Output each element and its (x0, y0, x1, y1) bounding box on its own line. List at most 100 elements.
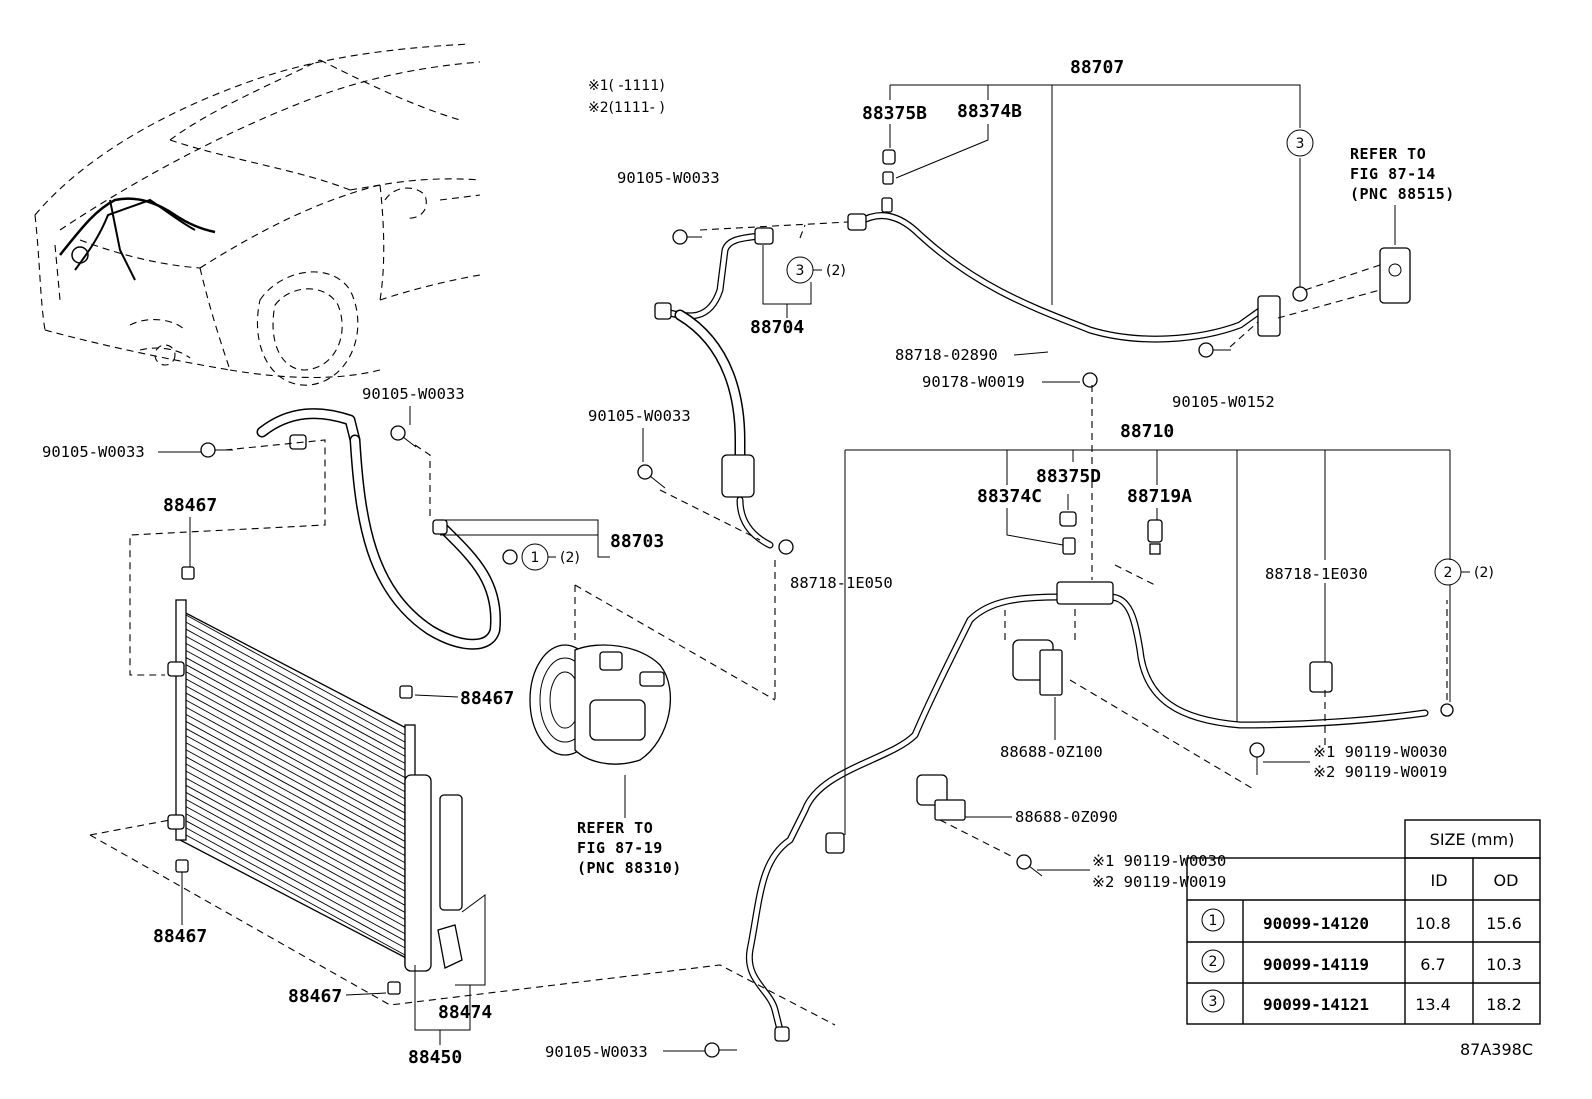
refer-to-top-line1: REFER TO (1350, 145, 1426, 163)
condenser-fin (185, 678, 406, 800)
condenser-fin (185, 735, 406, 857)
label-88467-c: 88467 (153, 926, 207, 947)
pipe-88707 (847, 149, 1308, 343)
label-90105-w0033-mid: 90105-W0033 (362, 385, 465, 403)
label-88467-a: 88467 (163, 495, 217, 516)
label-88375D: 88375D (1036, 466, 1101, 487)
label-90105-w0152: 90105-W0152 (1172, 393, 1275, 411)
condenser-fin (185, 827, 406, 949)
label-90178-w0019: 90178-W0019 (922, 373, 1025, 391)
label-88718-1e030: 88718-1E030 (1265, 565, 1368, 583)
svg-text:1: 1 (531, 550, 540, 566)
refer-to-comp-line1: REFER TO (577, 819, 653, 837)
label-88703: 88703 (610, 531, 664, 552)
condenser-fin (185, 692, 406, 814)
condenser-fin (185, 642, 406, 764)
condenser-fin (185, 721, 406, 842)
size-row-2-id: 6.7 (1420, 955, 1445, 974)
condenser-fin (185, 713, 406, 835)
label-88374B: 88374B (957, 101, 1022, 122)
qty-1: (2) (560, 550, 580, 566)
size-row-3-id: 13.4 (1415, 995, 1451, 1014)
qty-2: (2) (1474, 565, 1494, 581)
condenser-fin (185, 657, 406, 778)
label-90119-b2: ※2 90119-W0019 (1092, 873, 1226, 891)
label-88467-b: 88467 (460, 688, 514, 709)
condenser-fin (185, 628, 406, 750)
label-88374C: 88374C (977, 486, 1042, 507)
condenser-fin (185, 699, 406, 821)
refer-to-comp-line2: FIG 87-19 (577, 839, 663, 857)
compressor (529, 644, 672, 765)
size-row-1-mark: 1 (1209, 913, 1218, 929)
label-88719A: 88719A (1127, 486, 1192, 507)
pipe-88710 (745, 511, 1454, 1042)
bolt-icons (200, 229, 1265, 1058)
figure-code: 87A398C (1460, 1040, 1533, 1059)
label-90105-w0033-bottom: 90105-W0033 (545, 1043, 648, 1061)
label-88375B: 88375B (862, 103, 927, 124)
condenser-fin (185, 763, 406, 885)
size-row-1-od: 15.6 (1486, 914, 1522, 933)
size-row-1-id: 10.8 (1415, 914, 1451, 933)
label-88688-0z090: 88688-0Z090 (1015, 808, 1118, 826)
expansion-valve (1379, 247, 1411, 304)
condenser-fin (185, 777, 406, 899)
size-row-2-od: 10.3 (1486, 955, 1522, 974)
refer-to-top-line3: (PNC 88515) (1350, 185, 1455, 203)
label-90105-w0033-top: 90105-W0033 (617, 169, 720, 187)
label-88474: 88474 (438, 1002, 492, 1023)
label-88450: 88450 (408, 1047, 462, 1068)
svg-text:3: 3 (796, 263, 805, 279)
label-90105-w0033-comp: 90105-W0033 (588, 407, 691, 425)
circle-mark-1: 1 (2) (521, 543, 580, 571)
circle-mark-3-mid: 3 (2) (786, 256, 846, 284)
condenser-fin (185, 792, 406, 913)
label-88704: 88704 (750, 317, 804, 338)
size-table-header: SIZE (mm) (1430, 830, 1515, 849)
size-table-col-od: OD (1494, 871, 1519, 890)
qty-3: (2) (826, 263, 846, 279)
label-88718-02890: 88718-02890 (895, 346, 998, 364)
condenser-fin (185, 820, 406, 942)
condenser-fin (185, 784, 406, 906)
size-row-1-part: 90099-14120 (1263, 914, 1369, 933)
condenser-fin (185, 671, 406, 793)
condenser-fin (185, 813, 406, 935)
hose-88704 (654, 227, 794, 555)
condenser-fin (185, 749, 406, 871)
condenser-fin (185, 635, 406, 757)
condenser-fin (185, 806, 406, 928)
label-90119-b1: ※1 90119-W0030 (1092, 852, 1226, 870)
refer-to-comp-line3: (PNC 88310) (577, 859, 682, 877)
refer-to-top-line2: FIG 87-14 (1350, 165, 1436, 183)
vehicle-outline (34, 43, 481, 386)
guide-lines (89, 221, 1448, 1026)
label-88688-0z100: 88688-0Z100 (1000, 743, 1103, 761)
note-1: ※1( -1111) (588, 78, 665, 94)
label-90105-w0033-left: 90105-W0033 (42, 443, 145, 461)
condenser-fin (185, 685, 406, 807)
condenser-fin (185, 834, 406, 956)
label-90119-a1: ※1 90119-W0030 (1313, 743, 1447, 761)
condenser-fin (185, 728, 406, 849)
hose-88703 (256, 408, 518, 650)
condenser-fin (185, 770, 406, 892)
label-88718-1e050: 88718-1E050 (790, 574, 893, 592)
svg-text:2: 2 (1444, 565, 1453, 581)
label-90119-a2: ※2 90119-W0019 (1313, 763, 1447, 781)
circle-mark-2: 2 (2) (1434, 558, 1494, 586)
condenser-fin (185, 621, 406, 743)
leader-lines (158, 84, 1451, 1052)
condenser (167, 566, 463, 995)
label-88710: 88710 (1120, 421, 1174, 442)
note-2: ※2(1111- ) (588, 100, 665, 116)
svg-text:3: 3 (1296, 136, 1305, 152)
condenser-fin (185, 742, 406, 864)
circle-mark-3-top: 3 (1286, 129, 1314, 157)
label-88707: 88707 (1070, 57, 1124, 78)
size-row-3-od: 18.2 (1486, 995, 1522, 1014)
size-row-3-part: 90099-14121 (1263, 995, 1369, 1014)
condenser-fin (185, 664, 406, 786)
